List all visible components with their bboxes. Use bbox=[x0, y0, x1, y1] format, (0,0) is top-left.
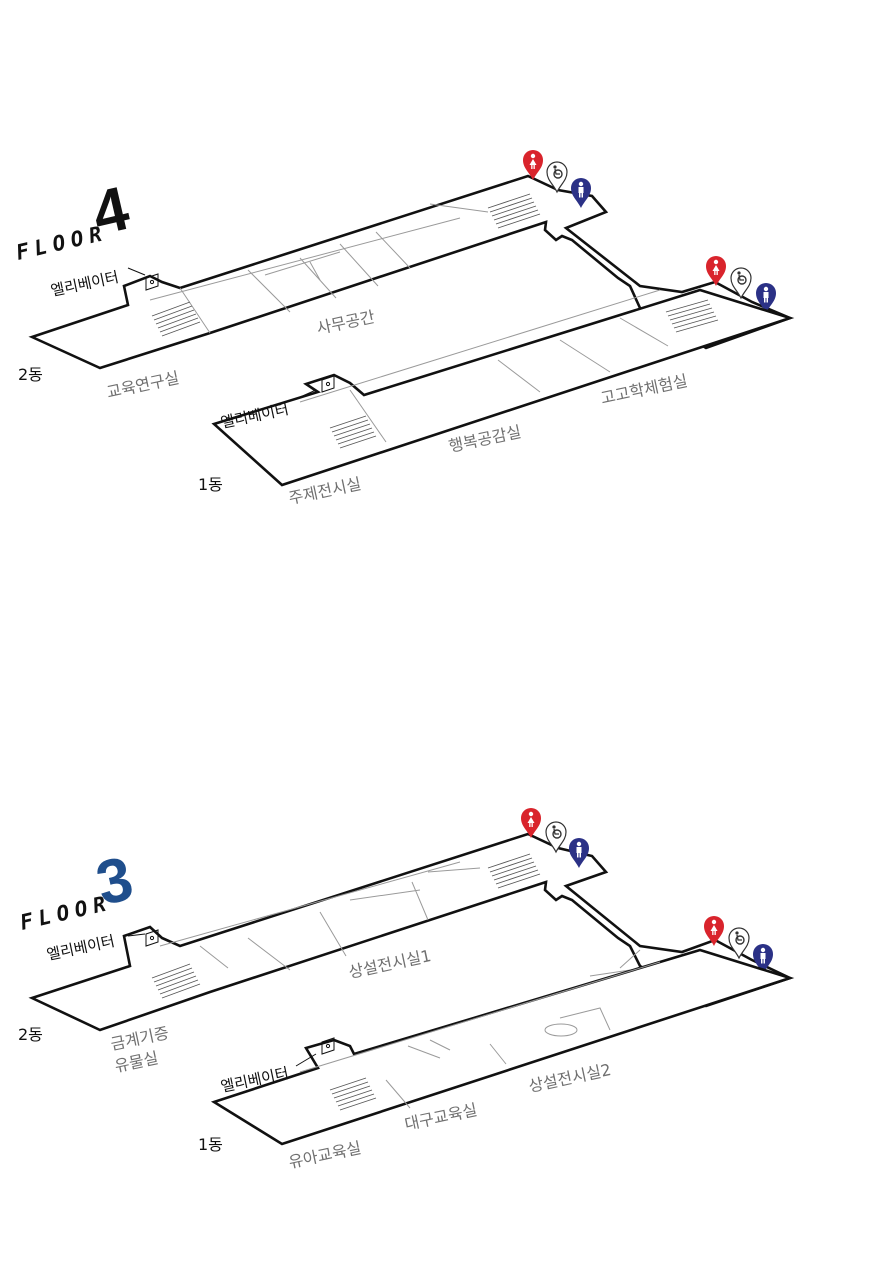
floor3-section: FLOOR 3 엘리베이터 2동 상설전시실1 금계기증 유물실 bbox=[18, 808, 795, 1172]
floor3-room-lecture-room[interactable]: 대구교육실 bbox=[403, 1100, 479, 1134]
floor3-room-permanent-gallery-2[interactable]: 상설전시실2 bbox=[527, 1060, 613, 1096]
floor4-building1-outline bbox=[211, 288, 795, 487]
floor4-building2-stairs bbox=[151, 193, 541, 337]
floor3-title: FLOOR 3 bbox=[18, 844, 140, 935]
floor3-word: FLOOR bbox=[18, 891, 114, 935]
floor3-room-kids-education[interactable]: 유아교육실 bbox=[287, 1138, 363, 1172]
floor4-word: FLOOR bbox=[14, 221, 110, 265]
floor3-b1-label: 1동 bbox=[198, 1135, 223, 1154]
floor4-building2-plan: 엘리베이터 2동 사무공간 교육연구실 bbox=[18, 150, 794, 402]
floor3-room-permanent-gallery-1[interactable]: 상설전시실1 bbox=[347, 946, 433, 982]
floor3-b1-elevator-leader bbox=[295, 1053, 317, 1067]
floor3-building1-plan: 엘리베이터 1동 상설전시실2 대구교육실 유아교육실 bbox=[198, 948, 795, 1172]
floor4-b1-elevator-leader bbox=[297, 389, 317, 399]
floor4-building1-stairs bbox=[329, 299, 719, 449]
floor4-section: FLOOR 4 엘리베이터 2동 사무공간 교육연구실 bbox=[14, 150, 795, 508]
floor3-b2-east-women-restroom-icon[interactable] bbox=[704, 916, 724, 946]
floor4-b2-east-women-restroom-icon[interactable] bbox=[706, 256, 726, 286]
floor4-b2-elevator-leader bbox=[127, 267, 146, 276]
floor4-b2-label: 2동 bbox=[18, 365, 43, 384]
floor3-building1-stairs bbox=[329, 1077, 377, 1111]
floor4-b2-elevator-label: 엘리베이터 bbox=[49, 268, 120, 300]
floor3-building2-plan: 엘리베이터 2동 상설전시실1 금계기증 유물실 bbox=[18, 808, 794, 1076]
floor4-room-office[interactable]: 사무공간 bbox=[315, 307, 377, 338]
floor3-b2-elevator-leader bbox=[127, 933, 146, 937]
floor3-building1-outline bbox=[210, 948, 795, 1146]
floor4-room-education-lab[interactable]: 교육연구실 bbox=[105, 368, 181, 402]
floor4-title: FLOOR 4 bbox=[14, 174, 136, 265]
floor3-room-donation-line1[interactable]: 금계기증 bbox=[109, 1023, 171, 1054]
floor4-building2-outline bbox=[28, 174, 794, 370]
floor3-b2-women-restroom-icon[interactable] bbox=[521, 808, 541, 838]
floor3-round-display bbox=[544, 1023, 578, 1037]
floor3-b2-label: 2동 bbox=[18, 1025, 43, 1044]
floor4-building1-plan: 엘리베이터 1동 행복공감실 고고학체험실 주제전시실 bbox=[198, 288, 795, 508]
floor3-b2-elevator-label: 엘리베이터 bbox=[45, 932, 116, 964]
floor4-b1-label: 1동 bbox=[198, 475, 223, 494]
